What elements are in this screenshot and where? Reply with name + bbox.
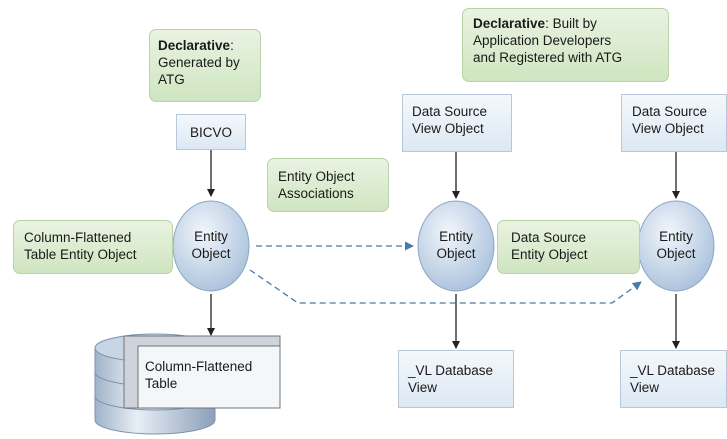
bicvo-box: BICVO [176,114,246,150]
dashed-arrow-to-entity2 [249,269,642,304]
vl-database-view-box-1: _VL Database View [398,350,514,408]
entity-object-associations-label: Entity Object Associations [278,169,355,201]
data-source-view-object-label-1: Data Source View Object [412,104,488,136]
declarative-right-text: : Built by Application Developers and Re… [473,16,623,65]
data-source-view-object-box-2: Data Source View Object [621,94,727,152]
bicvo-label: BICVO [189,125,232,140]
column-flattened-table-box [137,345,281,409]
entity-object-ellipse-left [172,200,250,292]
vl-database-view-label-2: _VL Database View [630,363,716,395]
entity-object-label-left: Entity Object [191,229,231,261]
vl-database-view-box-2: _VL Database View [620,350,727,408]
declarative-left-callout: Declarative: Generated by ATG [149,29,261,102]
declarative-left-text: : Generated by ATG [158,38,240,87]
data-source-entity-callout: Data Source Entity Object [497,220,640,274]
column-flattened-table-label: Column-Flattened Table [145,359,253,391]
entity-object-label-middle: Entity Object [436,229,476,261]
column-flattened-entity-callout: Column-Flattened Table Entity Object [13,220,173,274]
data-source-entity-label: Data Source Entity Object [511,230,588,262]
entity-object-associations-callout: Entity Object Associations [267,158,389,212]
data-source-view-object-label-2: Data Source View Object [632,104,708,136]
declarative-left-bold: Declarative [158,38,231,53]
data-source-view-object-box-1: Data Source View Object [402,94,512,152]
declarative-right-bold: Declarative [473,16,546,31]
column-flattened-entity-label: Column-Flattened Table Entity Object [24,230,137,262]
declarative-right-callout: Declarative: Built by Application Develo… [462,8,669,82]
entity-object-label-right: Entity Object [656,229,696,261]
vl-database-view-label-1: _VL Database View [408,363,494,395]
entity-object-ellipse-middle [417,200,495,292]
